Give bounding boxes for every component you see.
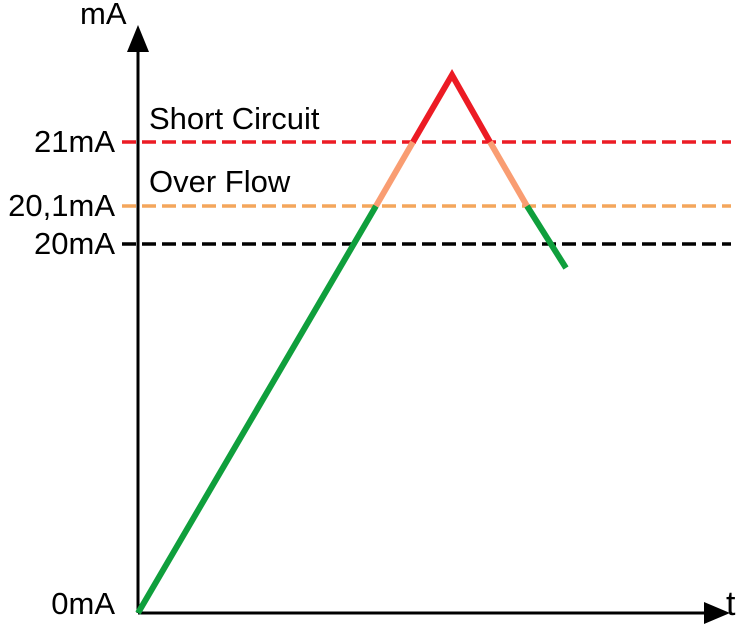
tick-label-0ma: 0mA	[51, 586, 115, 621]
tick-label-21ma: 21mA	[34, 124, 115, 159]
y-axis-title: mA	[80, 0, 127, 31]
annotation-short-circuit: Short Circuit	[149, 101, 320, 136]
annotation-over-flow: Over Flow	[149, 164, 291, 199]
tick-label-20-1ma: 20,1mA	[8, 188, 115, 223]
x-axis-title: t	[726, 585, 736, 623]
tick-label-20ma: 20mA	[34, 226, 115, 261]
